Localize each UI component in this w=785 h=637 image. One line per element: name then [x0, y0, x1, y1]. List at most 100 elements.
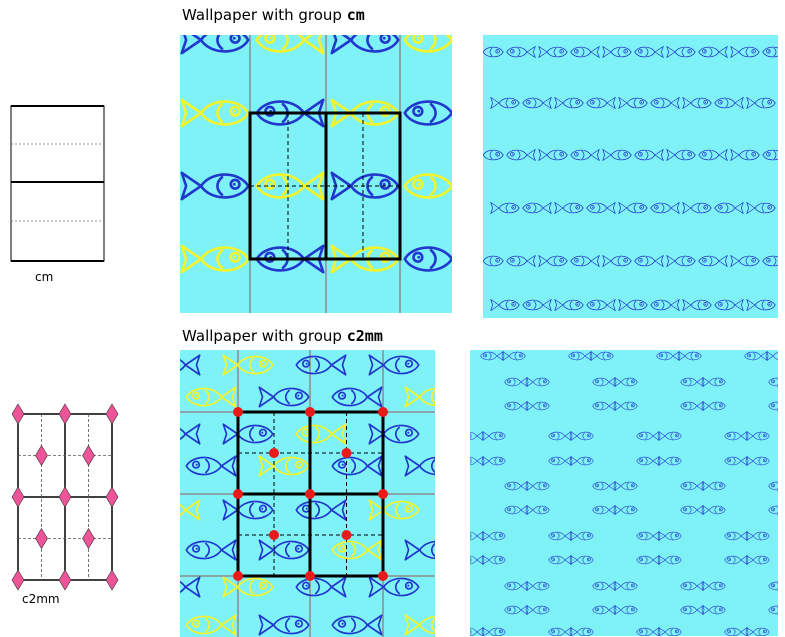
- fish-icon: [682, 97, 712, 109]
- fish-icon: [490, 299, 520, 311]
- fish-icon: [222, 576, 274, 598]
- fish-icon: [666, 149, 696, 161]
- fish-icon: [592, 581, 616, 591]
- fish-icon: [548, 456, 572, 466]
- fish-icon: [470, 531, 484, 541]
- fish-icon: [634, 255, 664, 267]
- fish-icon: [368, 354, 420, 376]
- fish-icon: [586, 299, 616, 311]
- fish-icon: [746, 555, 770, 565]
- fish-icon: [482, 431, 506, 441]
- fish-icon: [568, 351, 592, 361]
- fish-icon: [570, 255, 600, 267]
- fish-icon: [554, 299, 584, 311]
- fish-icon: [404, 455, 435, 477]
- fish-icon: [506, 149, 536, 161]
- fish-icon: [636, 627, 660, 636]
- fish-icon: [185, 539, 237, 561]
- fish-icon: [658, 627, 682, 636]
- fish-icon: [331, 614, 383, 636]
- fish-icon: [180, 171, 250, 201]
- fish-icon: [470, 627, 484, 636]
- fish-icon: [185, 386, 237, 408]
- fish-icon: [180, 499, 201, 521]
- fish-icon: [483, 149, 504, 161]
- fish-icon: [538, 149, 568, 161]
- fish-icon: [618, 299, 648, 311]
- fish-icon: [680, 505, 704, 515]
- fish-icon: [185, 455, 237, 477]
- rotation-point-icon: [378, 407, 388, 417]
- fish-icon: [768, 377, 778, 387]
- fish-icon: [522, 202, 552, 214]
- fish-icon: [548, 555, 572, 565]
- rotation-point-icon: [305, 407, 315, 417]
- rotation-diamond-icon: [35, 527, 48, 550]
- fish-icon: [331, 386, 383, 408]
- fish-icon: [730, 255, 760, 267]
- fish-icon: [180, 576, 201, 598]
- rotation-point-icon: [341, 448, 352, 458]
- rotation-diamond-icon: [11, 403, 25, 425]
- fish-icon: [766, 351, 778, 361]
- fish-icon: [506, 46, 536, 58]
- rotation-point-icon: [378, 571, 388, 581]
- fish-icon: [666, 255, 696, 267]
- fish-icon: [614, 605, 638, 615]
- fish-icon: [295, 576, 347, 598]
- fish-icon: [483, 255, 504, 267]
- fish-icon: [180, 354, 201, 376]
- fish-icon: [650, 202, 680, 214]
- fish-icon: [480, 351, 504, 361]
- fish-icon: [724, 456, 748, 466]
- fish-icon: [482, 627, 506, 636]
- fish-icon: [526, 605, 550, 615]
- fish-icon: [614, 581, 638, 591]
- fish-icon: [636, 456, 660, 466]
- fish-icon: [714, 299, 744, 311]
- fish-icon: [634, 149, 664, 161]
- fish-icon: [548, 431, 572, 441]
- fish-icon: [504, 481, 528, 491]
- fish-icon: [702, 481, 726, 491]
- rotation-point-icon: [341, 530, 352, 540]
- fish-icon: [331, 539, 383, 561]
- fish-icon: [506, 255, 536, 267]
- fish-icon: [602, 149, 632, 161]
- c2mm-cell-label: c2mm: [22, 592, 60, 606]
- fish-icon: [744, 351, 768, 361]
- rotation-diamond-icon: [58, 403, 72, 425]
- rotation-diamond-icon: [58, 569, 72, 591]
- rotation-diamond-icon: [105, 569, 119, 591]
- fish-icon: [403, 100, 452, 126]
- fish-icon: [702, 505, 726, 515]
- rotation-point-icon: [233, 407, 243, 417]
- fish-icon: [768, 505, 778, 515]
- fish-icon: [526, 401, 550, 411]
- title-c2mm: Wallpaper with group c2mm: [182, 327, 383, 345]
- fish-icon: [482, 456, 506, 466]
- fish-icon: [650, 299, 680, 311]
- fish-icon: [698, 255, 728, 267]
- fish-icon: [185, 614, 237, 636]
- fish-icon: [680, 401, 704, 411]
- fish-icon: [658, 456, 682, 466]
- fish-icon: [222, 354, 274, 376]
- fish-icon: [680, 481, 704, 491]
- fish-icon: [295, 499, 347, 521]
- fish-icon: [526, 481, 550, 491]
- fish-icon: [255, 171, 325, 201]
- fish-icon: [658, 555, 682, 565]
- fish-icon: [470, 456, 484, 466]
- fish-icon: [570, 627, 594, 636]
- fish-icon: [768, 401, 778, 411]
- fish-icon: [368, 576, 420, 598]
- fish-icon: [768, 581, 778, 591]
- rotation-point-icon: [269, 448, 279, 458]
- fish-icon: [592, 377, 616, 387]
- fish-icon: [650, 97, 680, 109]
- fish-icon: [614, 377, 638, 387]
- fish-icon: [570, 149, 600, 161]
- fish-icon: [746, 627, 770, 636]
- fish-icon: [682, 299, 712, 311]
